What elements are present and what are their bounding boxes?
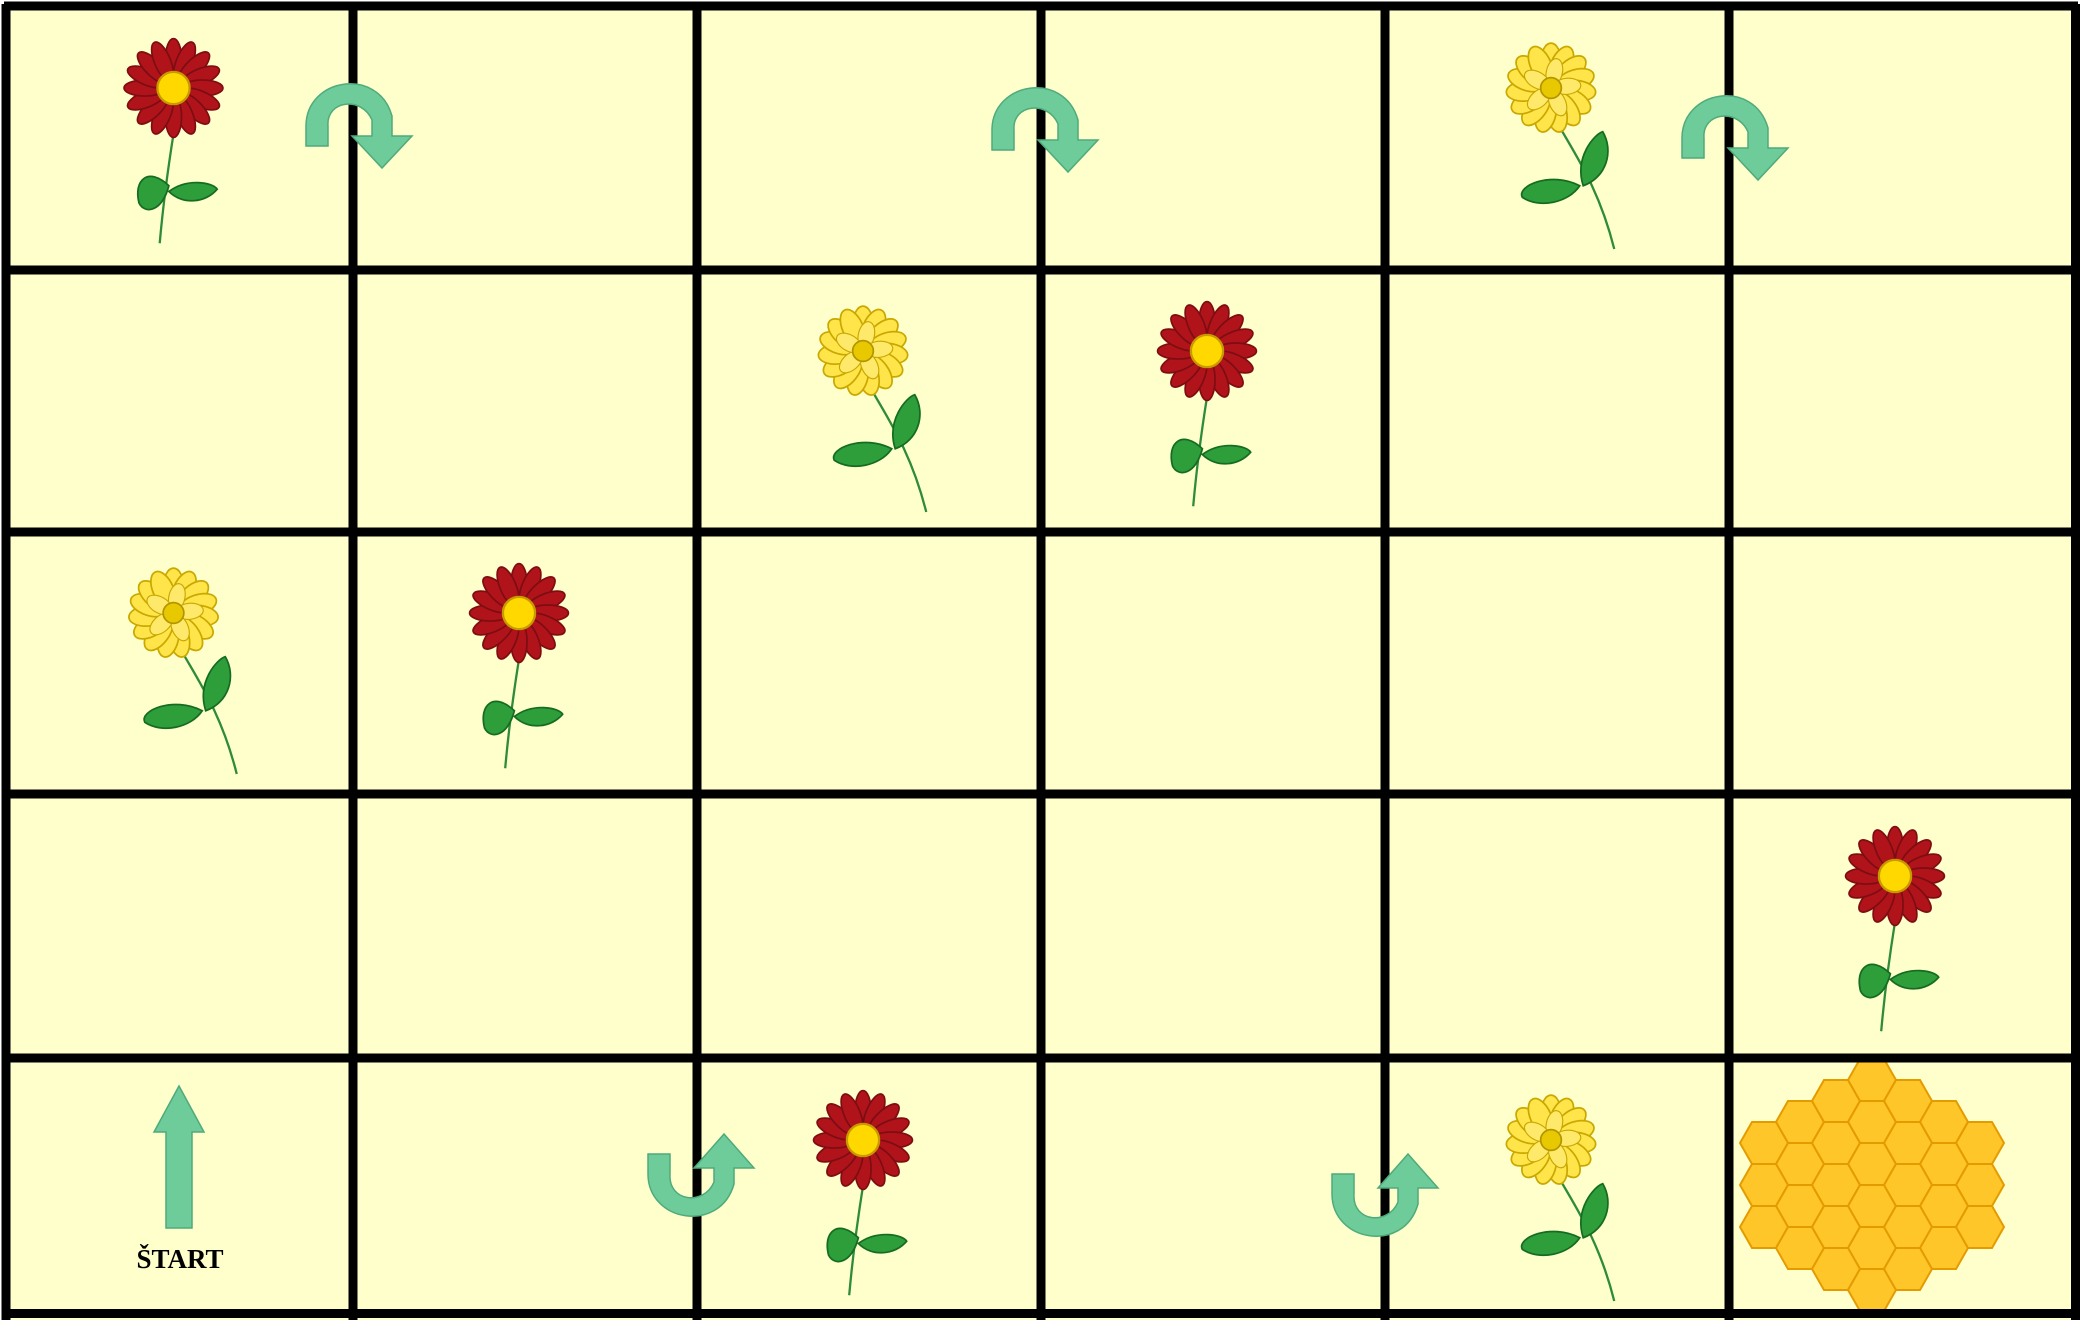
start-label: ŠTART (136, 1244, 223, 1274)
board-cell (1385, 1058, 1729, 1320)
board-cell (353, 270, 697, 532)
grid-line-vertical (693, 4, 702, 1320)
grid-line-vertical (2071, 4, 2080, 1320)
board-cell (697, 794, 1041, 1058)
grid-line-horizontal (4, 1054, 2078, 1063)
board-cell (1729, 6, 2073, 270)
grid-line-vertical (1037, 4, 1046, 1320)
grid-line-horizontal (4, 2, 2078, 11)
grid-line-vertical (2, 4, 11, 1320)
board-cell (6, 270, 353, 532)
grid-line-vertical (349, 4, 358, 1320)
board-cell (1729, 270, 2073, 532)
board-cell (353, 794, 697, 1058)
board-cell (697, 6, 1041, 270)
board-cell (697, 532, 1041, 794)
board-cell (1041, 532, 1385, 794)
board-cell (6, 794, 353, 1058)
grid-line-horizontal (4, 1309, 2078, 1318)
grid-line-vertical (1725, 4, 1734, 1320)
grid-line-horizontal (4, 266, 2078, 275)
board-cell (1041, 794, 1385, 1058)
board-cell (1385, 794, 1729, 1058)
board-cell (1385, 270, 1729, 532)
grid-line-horizontal (4, 790, 2078, 799)
board-cell (353, 1058, 697, 1320)
board-cell (1385, 532, 1729, 794)
grid-line-vertical (1381, 4, 1390, 1320)
grid-line-horizontal (4, 528, 2078, 537)
board-cell (1729, 532, 2073, 794)
board-cell (1041, 6, 1385, 270)
